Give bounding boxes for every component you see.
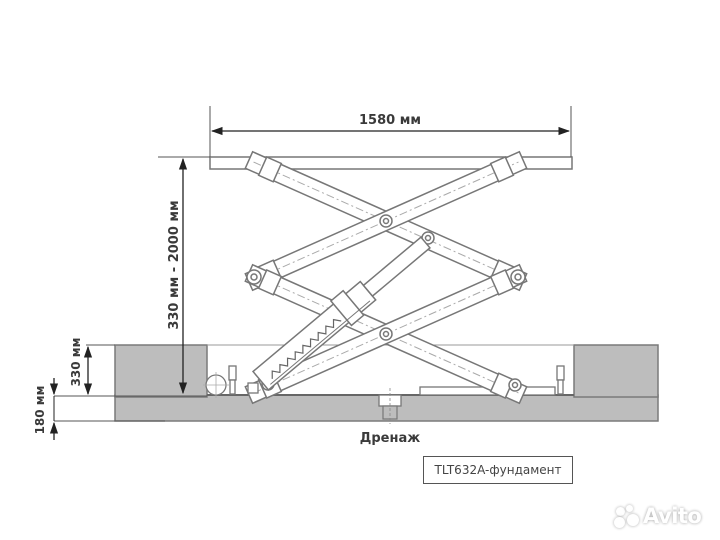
caption-box: TLT632A-фундамент [423, 456, 573, 484]
right-wall [573, 344, 659, 398]
left-wall [114, 344, 208, 398]
avito-logo-icon [614, 503, 640, 529]
dimension-width: 1580 мм [209, 106, 572, 157]
platform [209, 156, 573, 170]
watermark-text: Avito [643, 504, 702, 528]
dimension-lift-height: 330 мм - 2000 мм [158, 156, 210, 395]
dimension-base-thickness: 180 мм [33, 378, 165, 440]
pit-depth-label: 330 мм [69, 338, 83, 387]
dimension-pit-depth: 330 мм [54, 338, 207, 397]
pit-fittings-left [203, 365, 259, 398]
base-thickness-label: 180 мм [33, 386, 47, 435]
scissor-mechanism [244, 150, 528, 405]
drain-fitting [378, 388, 402, 424]
avito-watermark: Avito [614, 496, 714, 536]
drain-label: Дренаж [360, 431, 420, 446]
caption-text: TLT632A-фундамент [434, 463, 562, 477]
hydraulic-cylinder [251, 236, 431, 391]
lift-height-label: 330 мм - 2000 мм [167, 200, 182, 329]
width-label: 1580 мм [359, 113, 421, 128]
pit-fittings-right [556, 365, 565, 395]
